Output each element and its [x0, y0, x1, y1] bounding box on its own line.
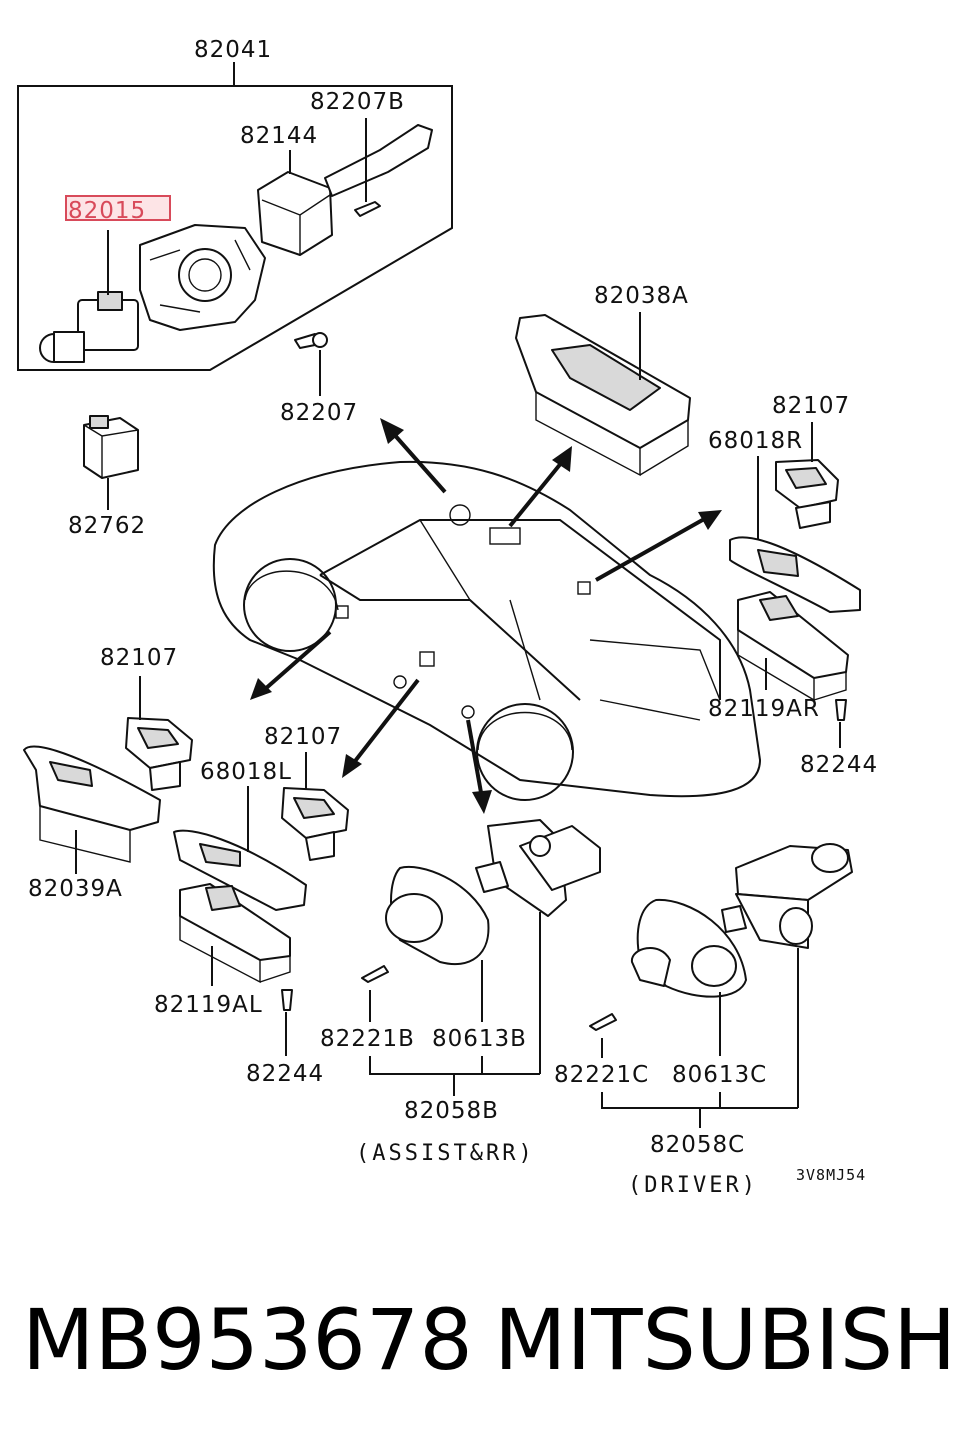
arrows: [250, 418, 722, 814]
label-68018L: 68018L: [200, 759, 292, 785]
label-82207B: 82207B: [310, 89, 405, 115]
label-82221B: 82221B: [320, 1026, 415, 1052]
part-number: MB953678: [22, 1291, 473, 1389]
label-80613C: 80613C: [672, 1062, 767, 1088]
footer: MB953678 MITSUBISHI: [0, 1280, 960, 1400]
label-82058B: 82058B: [404, 1098, 499, 1124]
screw-82207B: [354, 118, 381, 217]
group-outline: [17, 85, 453, 371]
label-82015: 82015: [68, 198, 146, 224]
switch-body-drawing: [139, 224, 266, 331]
label-82244-right: 82244: [800, 752, 878, 778]
label-82244-left: 82244: [246, 1061, 324, 1087]
right-switch-set-drawing: [729, 422, 861, 748]
main-power-window-switch-drawing: [515, 312, 691, 477]
label-82107-center: 82107: [264, 724, 342, 750]
wiper-switch-drawing: [257, 124, 433, 256]
label-82058C: 82058C: [650, 1132, 745, 1158]
label-82107-left: 82107: [100, 645, 178, 671]
label-68018R: 68018R: [708, 428, 803, 454]
label-82221C: 82221C: [554, 1062, 649, 1088]
parts-diagram: 82041 82207B 82144 82015 82207 82038A 82…: [17, 37, 878, 1198]
screw-82207: [294, 332, 328, 396]
lighting-switch-drawing: [39, 230, 139, 363]
label-82107-right: 82107: [772, 393, 850, 419]
label-assist-rr: (ASSIST&RR): [356, 1141, 535, 1166]
label-82119AL: 82119AL: [154, 992, 263, 1018]
left-rear-switch-set-drawing: [23, 676, 193, 874]
left-switch-set-drawing: [173, 752, 349, 1056]
label-82041: 82041: [194, 37, 272, 63]
highlight-box: [65, 195, 171, 221]
label-82144: 82144: [240, 123, 318, 149]
label-82039A: 82039A: [28, 876, 123, 902]
label-82762: 82762: [68, 513, 146, 539]
label-82119AR: 82119AR: [708, 696, 820, 722]
column-switch-group: [17, 62, 453, 396]
door-switch-assist-drawing: [361, 819, 601, 1096]
car-outline: [212, 460, 762, 801]
brand-name: MITSUBISHI: [494, 1291, 960, 1389]
label-80613B: 80613B: [432, 1026, 527, 1052]
diagram-code: 3V8MJ54: [796, 1166, 866, 1184]
door-switch-driver-drawing: [589, 843, 853, 1128]
relay-82762-drawing: [83, 415, 139, 510]
label-82207: 82207: [280, 400, 358, 426]
label-82038A: 82038A: [594, 283, 689, 309]
label-driver: (DRIVER): [628, 1173, 758, 1198]
